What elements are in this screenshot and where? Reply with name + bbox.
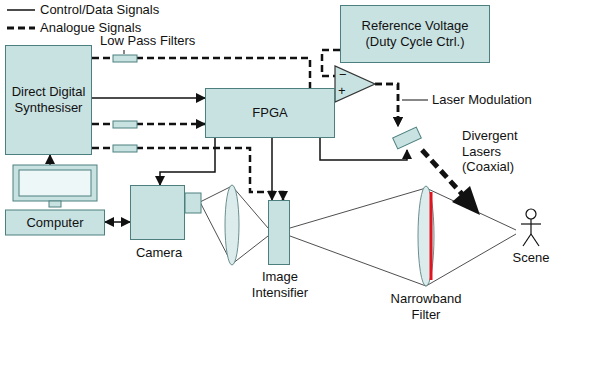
low-pass-filter — [113, 55, 137, 152]
process-box: FPGA — [205, 88, 335, 138]
node-text: Camera — [136, 245, 182, 261]
control-signal — [105, 221, 130, 223]
node-body: Reference Voltage (Duty Cycle Ctrl.) — [341, 6, 489, 62]
legend-entry: Analogue Signals — [6, 20, 141, 36]
comparator-symbol — [335, 66, 375, 102]
laser-symbol-outline — [390, 126, 424, 150]
control-signal — [92, 97, 205, 99]
pin-sign: − — [339, 67, 347, 83]
analogue-signal — [92, 123, 205, 126]
scene-figure-outline — [516, 208, 546, 248]
laser-beam-head — [452, 186, 480, 215]
control-signal — [160, 138, 215, 185]
optical-rays — [200, 186, 516, 286]
leader-line — [402, 100, 428, 101]
node-body: Computer — [5, 210, 105, 235]
filter-lens-outline — [415, 184, 437, 288]
process-box: Direct Digital Synthesiser — [5, 45, 92, 155]
node-caption: Scene — [501, 250, 561, 266]
laser-symbol: Divergent Lasers (Coaxial) — [390, 126, 424, 150]
node-text: Narrowband Filter — [376, 291, 476, 322]
node-caption: Narrowband Filter — [376, 291, 476, 322]
node-text: Computer — [26, 215, 83, 231]
node-text: Scene — [513, 250, 550, 266]
pin-sign: + — [338, 83, 346, 99]
node-text: Reference Voltage (Duty Cycle Ctrl.) — [345, 18, 485, 49]
filter-lens: Narrowband Filter — [415, 184, 437, 288]
camera-symbol-outline — [131, 186, 186, 241]
computer-symbol: Computer — [5, 165, 105, 235]
camera-symbol: Camera — [130, 185, 185, 240]
legend-text: Control/Data Signals — [40, 2, 159, 18]
node-caption: Camera — [119, 245, 199, 261]
legend-entry: Control/Data Signals — [6, 2, 159, 18]
node-caption: Divergent Lasers (Coaxial) — [462, 128, 534, 175]
process-box: Reference Voltage (Duty Cycle Ctrl.) — [340, 5, 490, 63]
node-caption: Image Intensifier — [240, 269, 320, 300]
leader-line — [124, 50, 125, 54]
analogue-signal — [92, 148, 283, 200]
node-text: Divergent Lasers (Coaxial) — [462, 128, 534, 175]
lens — [225, 185, 239, 265]
node-body: FPGA — [206, 89, 334, 137]
control-signal — [271, 138, 273, 200]
intensifier-symbol: Image Intensifier — [268, 200, 290, 265]
node-text: Image Intensifier — [240, 269, 320, 300]
control-signal — [49, 155, 51, 165]
node-text: Direct Digital Synthesiser — [10, 84, 87, 115]
legend-line-sample — [6, 4, 36, 16]
node-text: FPGA — [252, 105, 287, 121]
node-body: Direct Digital Synthesiser — [6, 46, 91, 154]
legend-text: Analogue Signals — [40, 20, 141, 36]
part-label: Low Pass Filters — [100, 33, 195, 49]
scene-figure: Scene — [516, 208, 546, 248]
signal-label: Laser Modulation — [432, 92, 532, 108]
legend-line-sample — [6, 22, 36, 34]
